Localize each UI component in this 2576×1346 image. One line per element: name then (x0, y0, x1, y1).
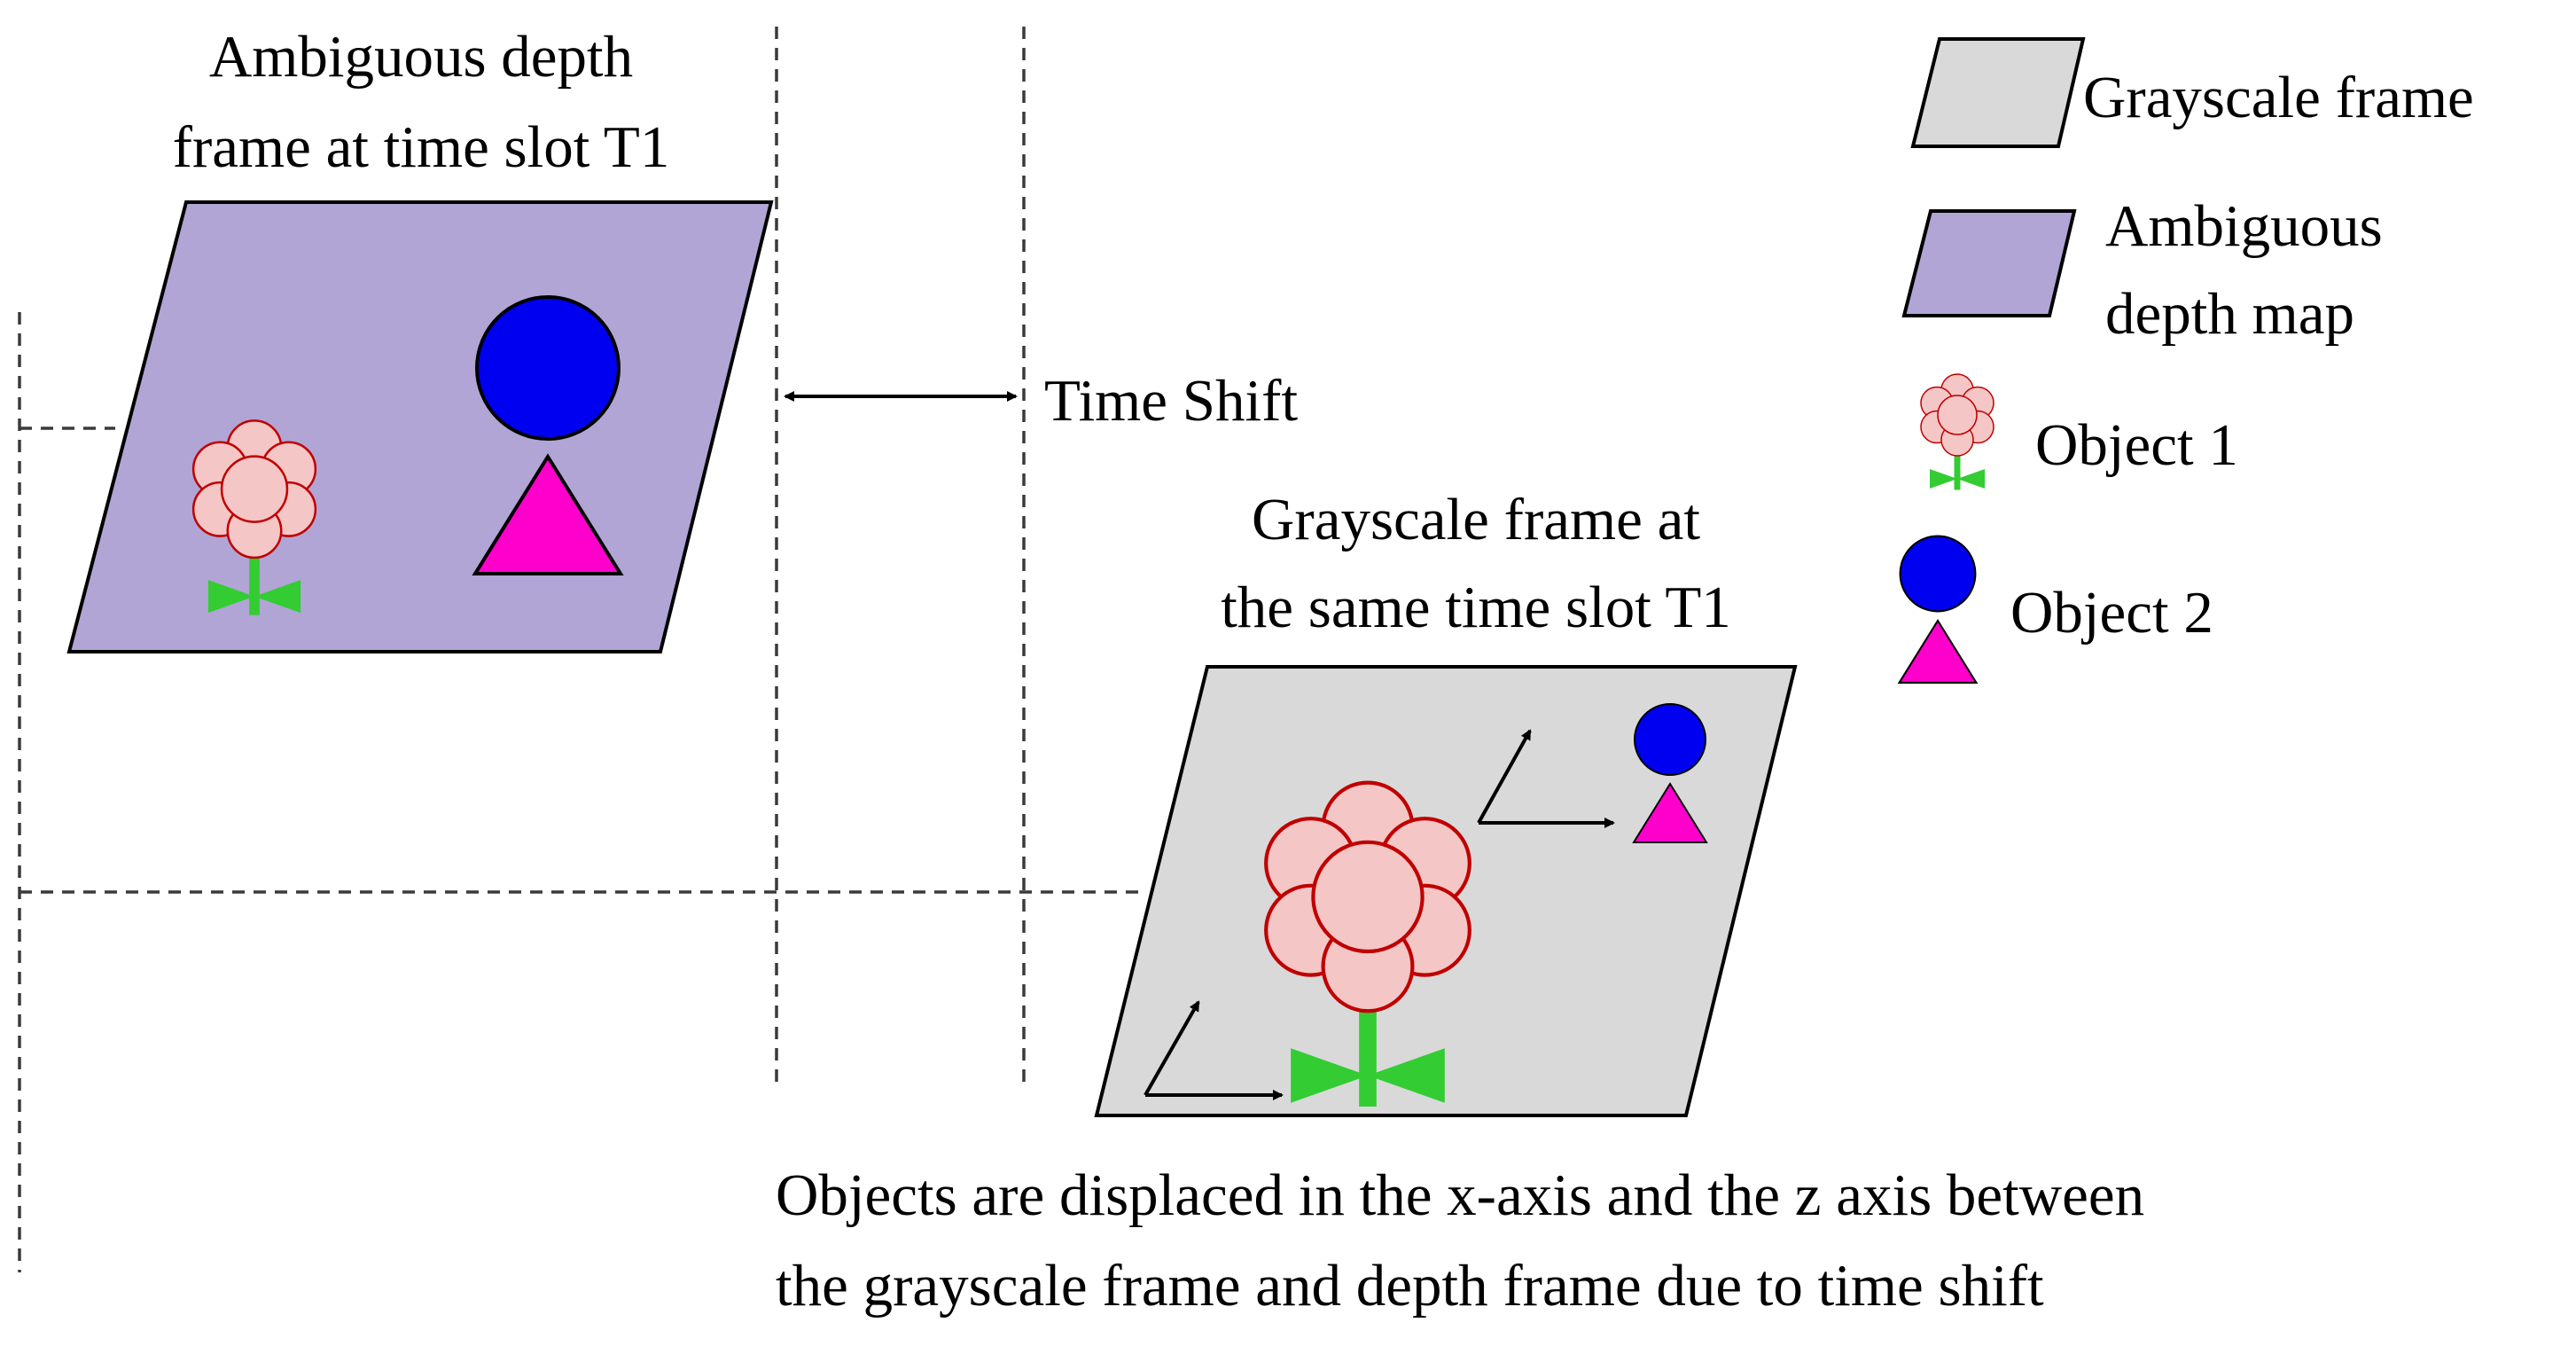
guide-lines (18, 27, 1144, 1272)
legend-depth-label-line2: depth map (2105, 281, 2354, 347)
grayscale-frame-title-line1: Grayscale frame at (1252, 487, 1700, 552)
grayscale-frame-title-line2: the same time slot T1 (1221, 575, 1731, 640)
legend-grayscale-swatch (1910, 37, 2086, 148)
legend-object2-label: Object 2 (2010, 580, 2213, 646)
depth-frame: Ambiguous depth frame at time slot T1 (66, 24, 774, 653)
depth-frame-plane (66, 200, 774, 653)
legend-object1-icon (1921, 374, 1994, 490)
caption: Objects are displaced in the x-axis and … (776, 1162, 2144, 1319)
depth-frame-title-line1: Ambiguous depth (209, 24, 633, 90)
depth-frame-title-line2: frame at time slot T1 (173, 114, 670, 180)
caption-line2: the grayscale frame and depth frame due … (776, 1253, 2044, 1319)
object1-flower-large-icon (1266, 783, 1470, 1107)
time-shift-label: Time Shift (1044, 368, 1298, 434)
axes-indicator-left (1144, 1000, 1284, 1100)
legend-object1-label: Object 1 (2035, 412, 2238, 478)
legend: Grayscale frame Ambiguous depth map Obje… (1898, 37, 2474, 685)
time-shift: Time Shift (784, 368, 1298, 434)
caption-line1: Objects are displaced in the x-axis and … (776, 1162, 2144, 1228)
legend-depth-label-line1: Ambiguous (2105, 193, 2383, 259)
legend-depth-swatch (1901, 209, 2077, 317)
legend-grayscale-label: Grayscale frame (2083, 65, 2474, 130)
legend-object2-icon (1898, 535, 1978, 685)
grayscale-frame: Grayscale frame at the same time slot T1 (1094, 487, 1798, 1117)
axes-indicator-right (1477, 729, 1615, 828)
object1-flower-icon (193, 420, 316, 614)
